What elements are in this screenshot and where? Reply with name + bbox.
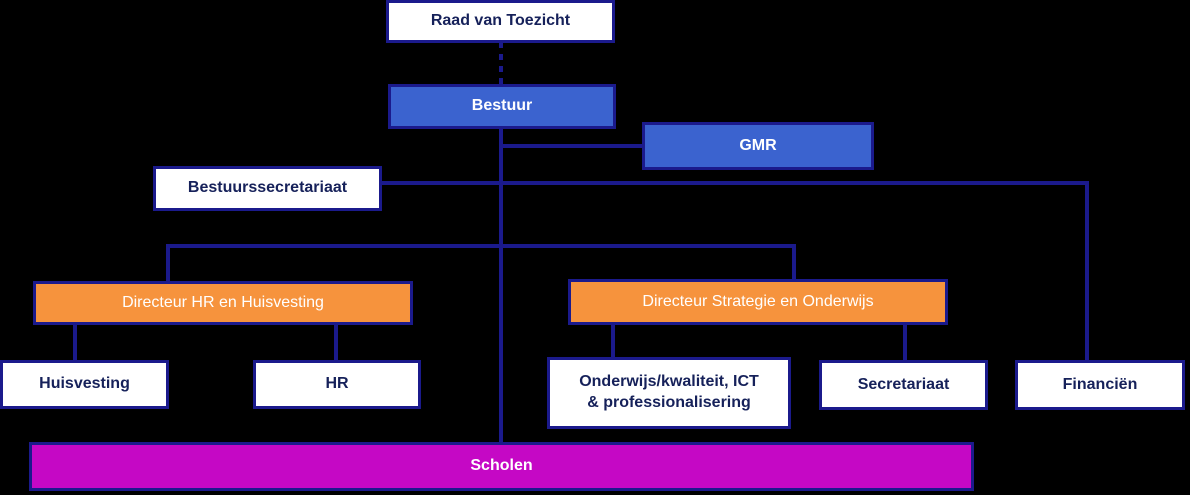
node-label: Raad van Toezicht: [430, 12, 571, 30]
node-raad-van-toezicht: Raad van Toezicht: [386, 0, 615, 43]
node-label: Onderwijs/kwaliteit, ICT & professionali…: [579, 373, 759, 411]
node-directeur-strategie-onderwijs: Directeur Strategie en Onderwijs: [568, 279, 948, 325]
node-bestuurssecretariaat: Bestuurssecretariaat: [153, 166, 382, 211]
node-label: GMR: [739, 136, 777, 154]
node-label: Bestuurssecretariaat: [187, 179, 348, 197]
node-hr: HR: [253, 360, 421, 409]
node-label: Secretariaat: [857, 375, 950, 393]
node-secretariaat: Secretariaat: [819, 360, 988, 410]
node-label: Directeur HR en Huisvesting: [122, 293, 324, 311]
node-huisvesting: Huisvesting: [0, 360, 169, 409]
node-onderwijs-kwaliteit-ict: Onderwijs/kwaliteit, ICT & professionali…: [547, 357, 791, 429]
node-directeur-hr-huisvesting: Directeur HR en Huisvesting: [33, 281, 413, 325]
connector-financien: [501, 181, 1089, 360]
node-label: HR: [325, 375, 349, 393]
node-scholen: Scholen: [29, 442, 974, 491]
node-label: Huisvesting: [39, 375, 130, 393]
node-label: Financiën: [1062, 375, 1138, 393]
node-label: Bestuur: [471, 97, 533, 115]
node-financien: Financiën: [1015, 360, 1185, 410]
node-label: Directeur Strategie en Onderwijs: [642, 292, 874, 310]
connector-directors: [166, 244, 796, 281]
node-gmr: GMR: [642, 122, 874, 170]
node-bestuur: Bestuur: [388, 84, 616, 129]
node-label: Scholen: [470, 457, 533, 475]
